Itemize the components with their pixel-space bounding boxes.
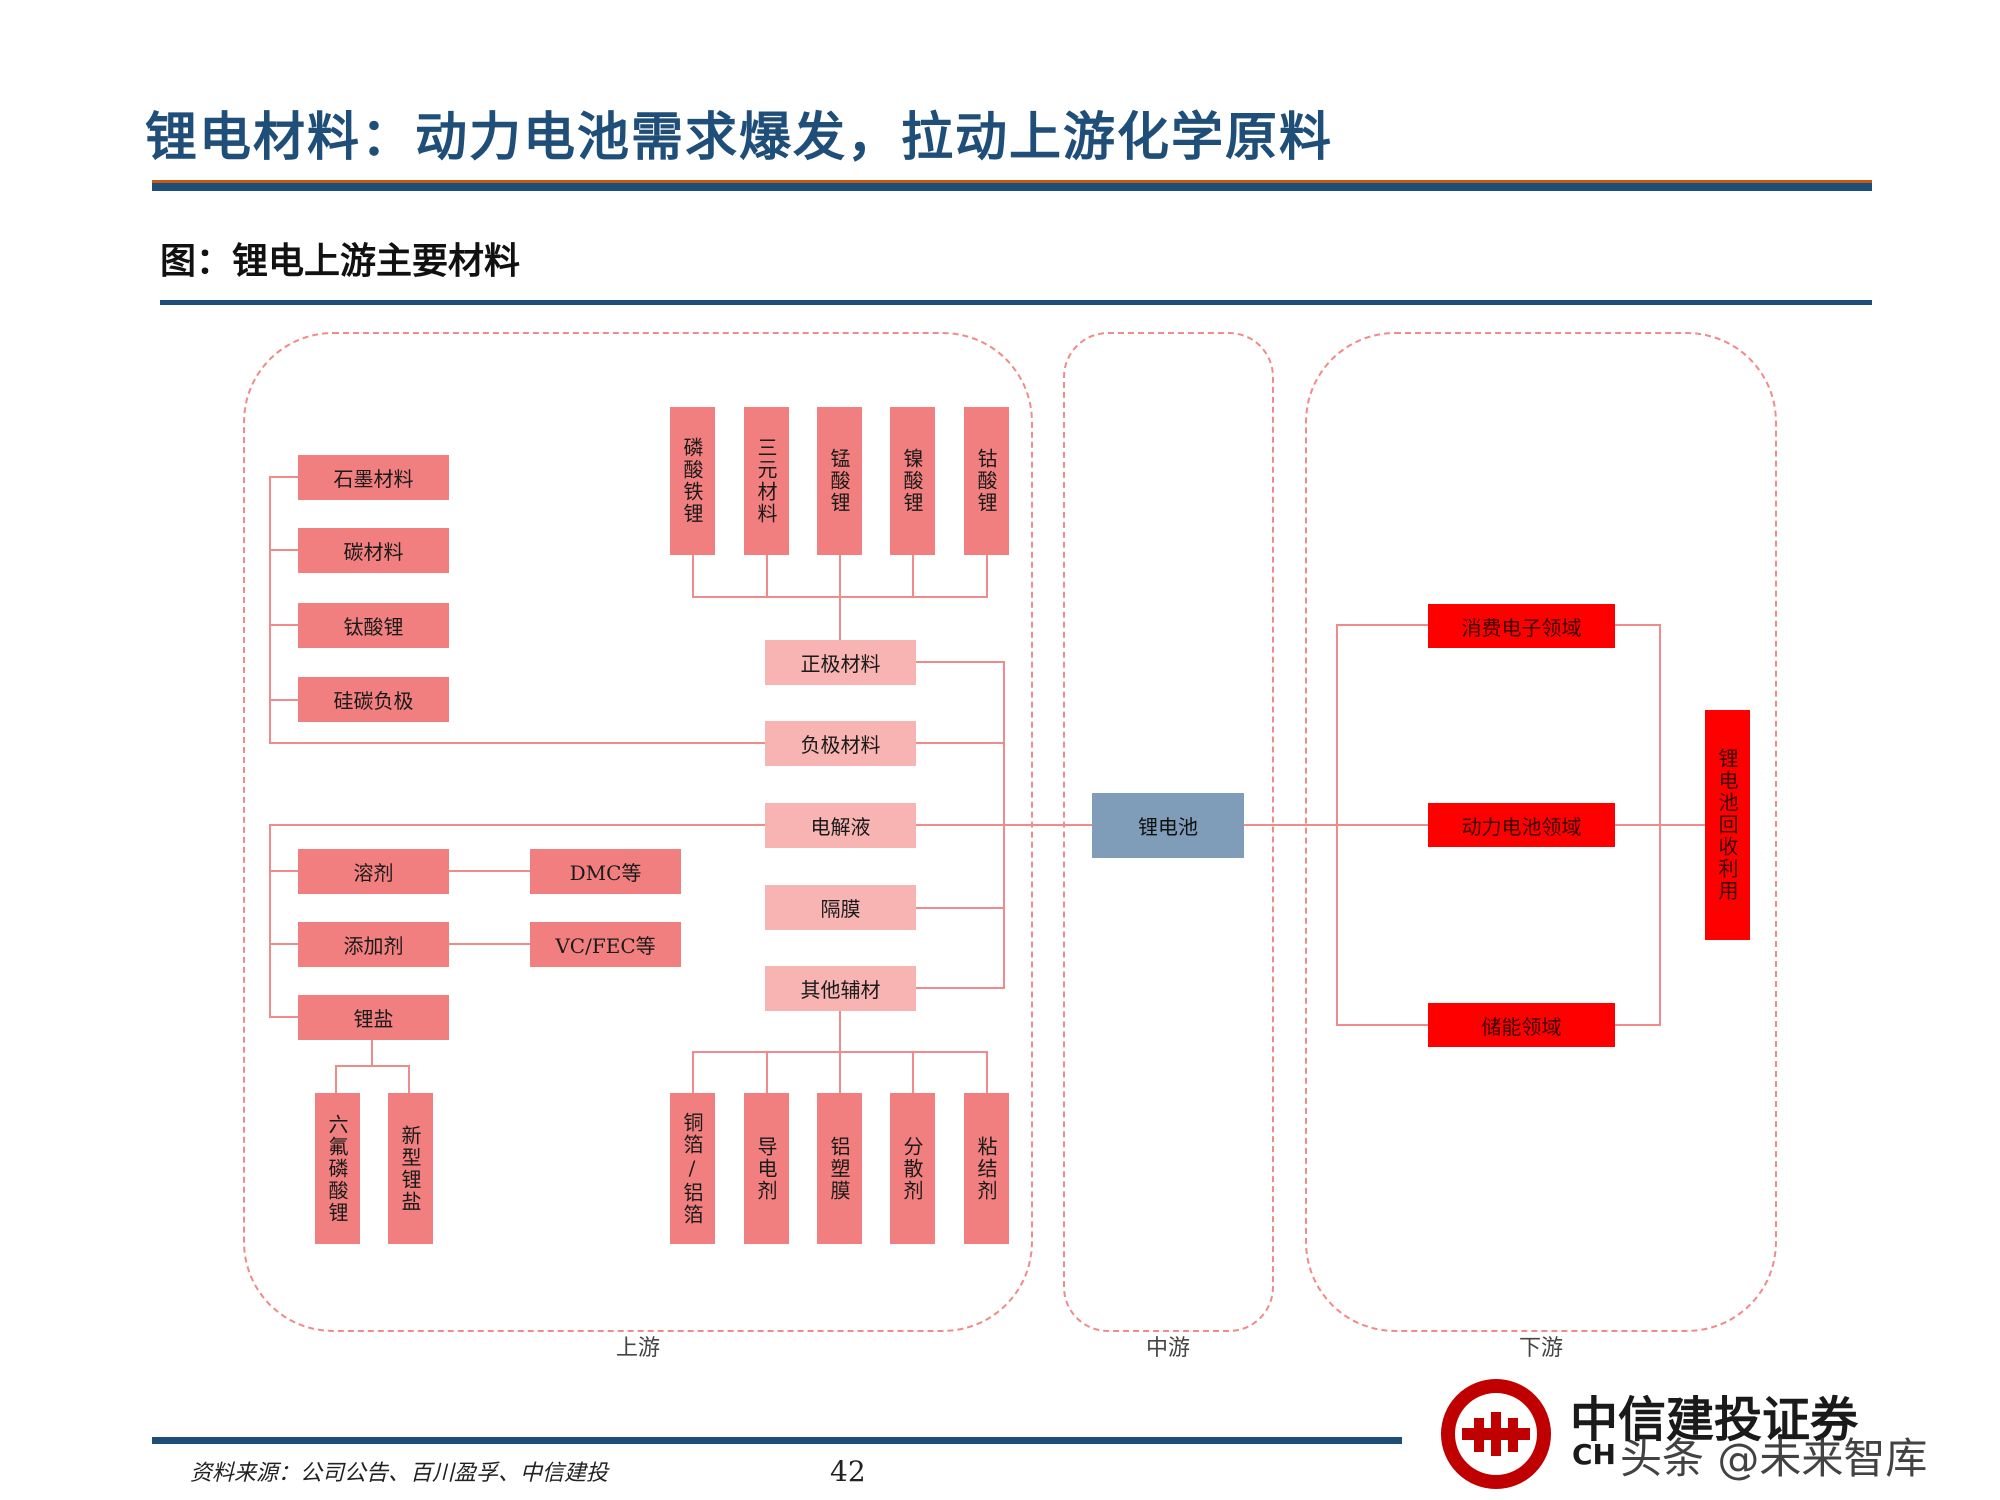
application-box-storage: 储能领域	[1428, 1003, 1615, 1047]
anode-material-box: 石墨材料	[298, 455, 449, 500]
electrolyte-solvent-box: 溶剂	[298, 849, 449, 894]
solvent-example-box: DMC等	[530, 849, 681, 894]
downstream-region	[1305, 332, 1777, 1332]
lithium-salt-type-box: 六氟磷酸锂	[315, 1093, 360, 1244]
watermark: 头条 @未来智库	[1620, 1434, 1928, 1483]
cathode-material-box: 三元材料	[744, 407, 789, 555]
midstream-label: 中游	[1145, 1336, 1190, 1361]
component-separator: 隔膜	[765, 885, 916, 930]
title-divider	[152, 180, 1872, 191]
auxiliary-material-box: 铜箔/铝箔	[670, 1093, 715, 1244]
lithium-battery-box: 锂电池	[1092, 793, 1244, 858]
cathode-material-box: 镍酸锂	[890, 407, 935, 555]
source-note: 资料来源：公司公告、百川盈孚、中信建投	[190, 1461, 609, 1486]
recycling-box: 锂电池回收利用	[1705, 710, 1750, 940]
anode-material-box: 钛酸锂	[298, 603, 449, 648]
lithium-salt-type-box: 新型锂盐	[388, 1093, 433, 1244]
cathode-material-box: 磷酸铁锂	[670, 407, 715, 555]
midstream-region	[1063, 332, 1274, 1332]
auxiliary-material-box: 铝塑膜	[817, 1093, 862, 1244]
component-cathode: 正极材料	[765, 640, 916, 685]
auxiliary-material-box: 分散剂	[890, 1093, 935, 1244]
upstream-label: 上游	[615, 1336, 660, 1361]
application-box-consumer: 消费电子领域	[1428, 604, 1615, 648]
footer-divider	[152, 1437, 1402, 1444]
figure-caption: 图：锂电上游主要材料	[160, 241, 521, 282]
lithium-salt-box: 锂盐	[298, 995, 449, 1040]
cathode-material-box: 钴酸锂	[964, 407, 1009, 555]
component-anode: 负极材料	[765, 721, 916, 766]
caption-divider	[160, 300, 1872, 305]
page-title: 锂电材料：动力电池需求爆发，拉动上游化学原料	[145, 108, 1334, 168]
anode-material-box: 硅碳负极	[298, 677, 449, 722]
company-logo-subtext: CH	[1572, 1438, 1616, 1471]
electrolyte-additive-box: 添加剂	[298, 922, 449, 967]
anode-material-box: 碳材料	[298, 528, 449, 573]
component-auxiliary: 其他辅材	[765, 966, 916, 1011]
component-electrolyte: 电解液	[765, 803, 916, 848]
citic-logo-icon	[1441, 1379, 1551, 1489]
auxiliary-material-box: 导电剂	[744, 1093, 789, 1244]
cathode-material-box: 锰酸锂	[817, 407, 862, 555]
company-logo-text: 中信建投证券	[1570, 1392, 1859, 1448]
additive-example-box: VC/FEC等	[530, 922, 681, 967]
auxiliary-material-box: 粘结剂	[964, 1093, 1009, 1244]
upstream-region	[243, 332, 1033, 1332]
downstream-label: 下游	[1518, 1336, 1563, 1361]
page-number: 42	[830, 1455, 866, 1488]
application-box-power: 动力电池领域	[1428, 803, 1615, 847]
